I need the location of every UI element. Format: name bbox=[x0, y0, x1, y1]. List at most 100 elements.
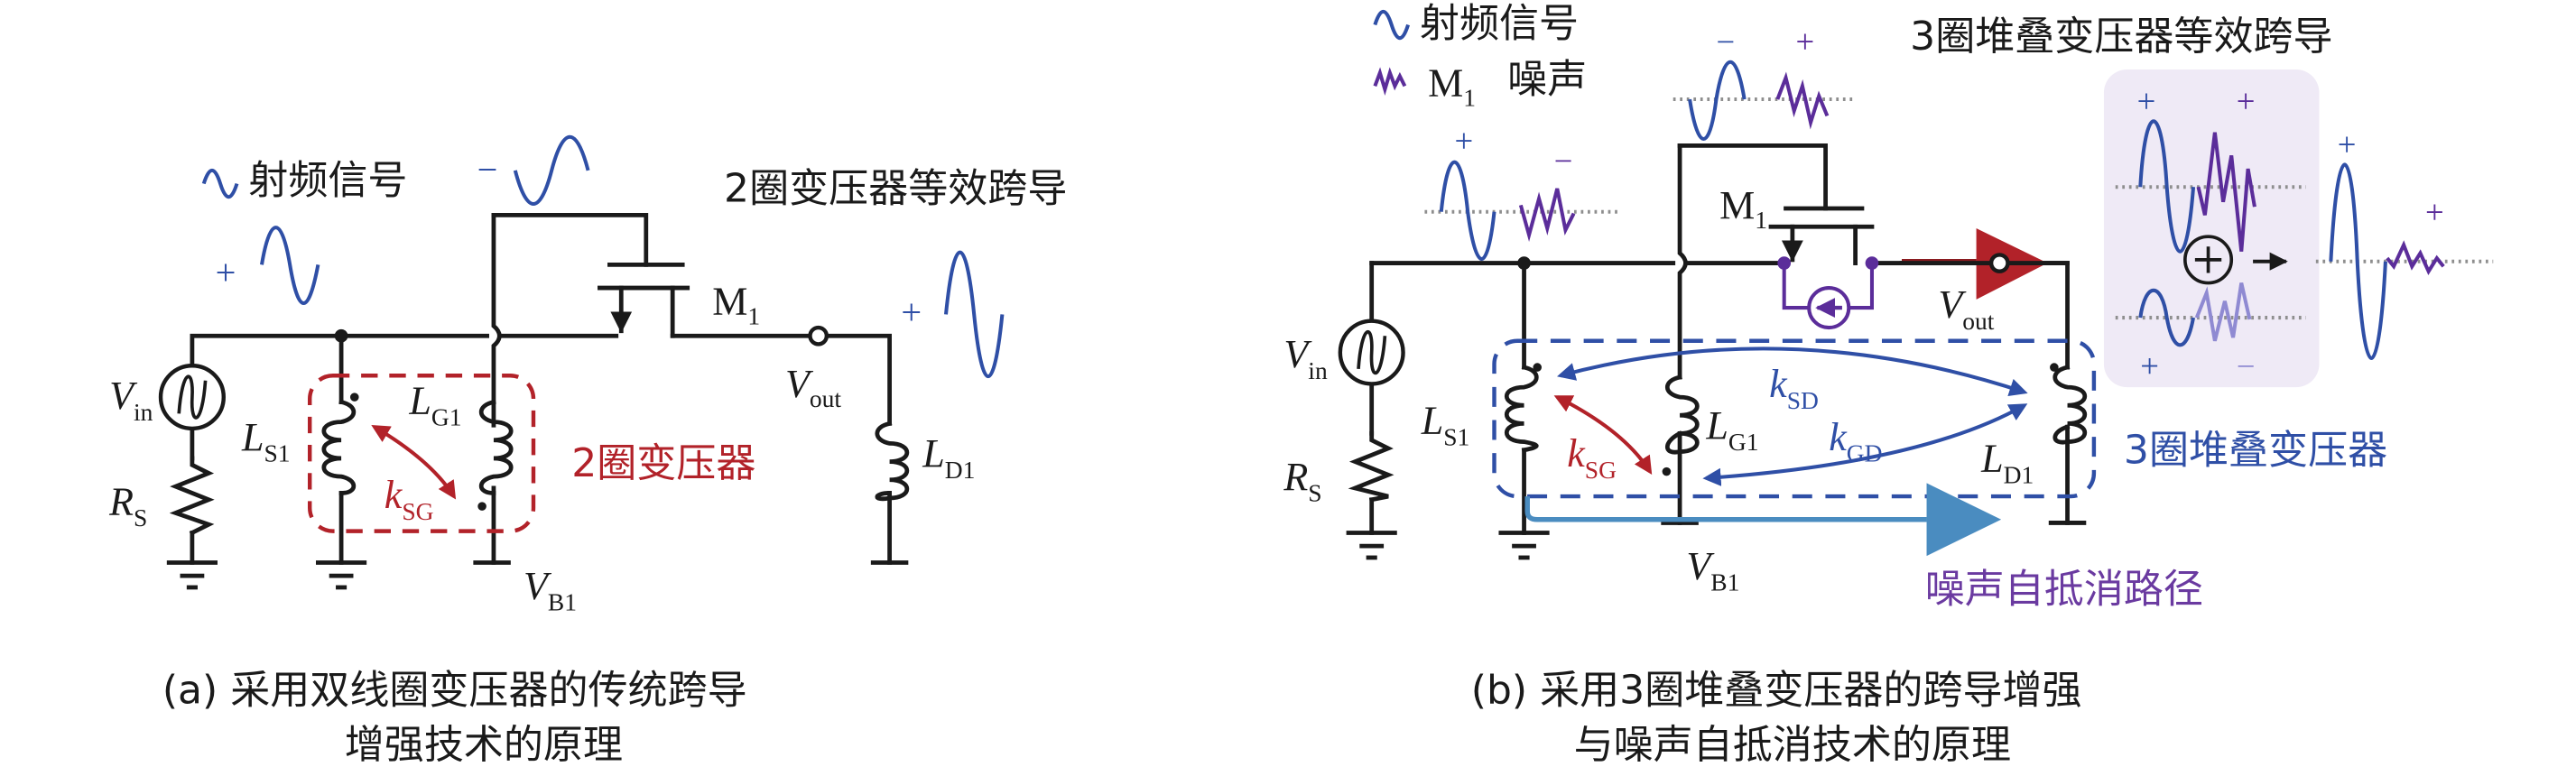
gate-feedback-wire bbox=[491, 212, 649, 267]
cancellation-path-line bbox=[1524, 496, 1927, 522]
source-noise-wave bbox=[1518, 188, 1576, 242]
rs-resistor bbox=[1348, 431, 1395, 503]
transistor-m1 bbox=[598, 263, 690, 338]
noise-legend-icon bbox=[1373, 67, 1407, 97]
ground-symbol bbox=[1498, 261, 1550, 560]
sum-bottom-noise-sign: − bbox=[2237, 347, 2256, 384]
gate-rf-sign: − bbox=[1716, 23, 1735, 60]
ground-symbol bbox=[316, 333, 367, 590]
m1-label: M1 bbox=[1719, 183, 1767, 234]
ls1-label: LS1 bbox=[1421, 398, 1470, 450]
sum-symbol bbox=[2183, 235, 2234, 285]
caption-a-line2: 增强技术的原理 bbox=[345, 722, 623, 768]
caption-b-line1: (b) 采用3圈堆叠变压器的跨导增强 bbox=[1471, 667, 2082, 713]
vin-source bbox=[158, 364, 226, 431]
caption-a-line1: (a) 采用双线圈变压器的传统跨导 bbox=[162, 667, 747, 713]
ksg-label: kSG bbox=[1567, 431, 1617, 484]
result-noise-sign: + bbox=[2425, 194, 2444, 231]
sum-bottom-noise-wave bbox=[2194, 282, 2252, 342]
transformer-3coil-box bbox=[1492, 338, 2097, 499]
cancellation-path-label: 噪声自抵消路径 bbox=[1925, 566, 2203, 612]
result-rf-sign: + bbox=[2338, 125, 2357, 162]
ground-symbol bbox=[166, 560, 218, 590]
ksg-arrow bbox=[371, 425, 457, 500]
lg1-label: LG1 bbox=[1705, 403, 1758, 456]
sum-top-noise-sign: + bbox=[2237, 83, 2256, 120]
sum-top-rf-wave bbox=[2138, 119, 2196, 254]
ksd-arrow bbox=[1557, 346, 2028, 397]
legend-rf-label: 射频信号 bbox=[1420, 0, 1579, 46]
caption-b-line2: 与噪声自抵消技术的原理 bbox=[1574, 722, 2011, 768]
inductor-ld1 bbox=[875, 420, 910, 502]
legend-noise-label: M1 bbox=[1428, 60, 1476, 111]
ksg-label: kSG bbox=[385, 473, 434, 525]
ld1-label: LD1 bbox=[1980, 437, 2034, 489]
inductor-ls1 bbox=[321, 399, 357, 495]
sum-top-rf-sign: + bbox=[2137, 83, 2156, 120]
transformer-3coil-label: 3圈堆叠变压器 bbox=[2124, 427, 2387, 473]
gate-minus-sign: − bbox=[477, 150, 498, 190]
sum-plus bbox=[2194, 246, 2222, 273]
vin-label: Vin bbox=[109, 374, 153, 426]
transformer-2coil-label: 2圈变压器 bbox=[571, 440, 755, 486]
ksd-label: kSD bbox=[1769, 362, 1819, 414]
legend-noise-text: 噪声 bbox=[1507, 57, 1587, 103]
transformer-2coil-box bbox=[308, 374, 536, 533]
main-wire bbox=[1369, 261, 2070, 525]
panel-b-title: 3圈堆叠变压器等效跨导 bbox=[1910, 14, 2332, 60]
result-noise-wave bbox=[2386, 240, 2445, 275]
rf-signal-legend-icon bbox=[1373, 9, 1410, 41]
transistor-m1 bbox=[1768, 206, 1875, 265]
panel-a-title: 2圈变压器等效跨导 bbox=[724, 166, 1067, 212]
ksg-arrow bbox=[1553, 395, 1653, 475]
polarity-dot bbox=[349, 393, 359, 402]
legend-rf-label: 射频信号 bbox=[248, 158, 407, 204]
ld1-label: LD1 bbox=[922, 431, 975, 484]
sum-box bbox=[2103, 69, 2320, 388]
rf-signal-legend-icon bbox=[201, 168, 239, 199]
inductor-lg1 bbox=[478, 399, 514, 495]
vin-label: Vin bbox=[1283, 332, 1328, 384]
cancellation-path-arrowhead bbox=[1926, 483, 2002, 557]
vout-terminal bbox=[808, 325, 829, 346]
source-rf-wave bbox=[259, 226, 320, 306]
result-rf-wave bbox=[2329, 162, 2387, 361]
polarity-dot bbox=[2050, 363, 2059, 372]
inductor-ls1 bbox=[1505, 365, 1539, 453]
vb1-label: VB1 bbox=[1686, 544, 1739, 596]
vin-source bbox=[1338, 319, 1405, 386]
vout-label: Vout bbox=[785, 362, 841, 412]
sum-bottom-rf-sign: + bbox=[2140, 347, 2159, 384]
panel-a: 射频信号 − 2圈变压器等效跨导 + + M1 Vout Vin bbox=[108, 135, 1067, 768]
rs-resistor bbox=[169, 456, 215, 536]
noise-current-source bbox=[1777, 256, 1879, 330]
source-rf-wave bbox=[1439, 161, 1496, 261]
inductor-ld1 bbox=[2052, 365, 2087, 445]
polarity-dot bbox=[1662, 467, 1672, 476]
vout-label: Vout bbox=[1938, 282, 1994, 335]
ground-symbol bbox=[1346, 531, 1397, 560]
wire-crossover bbox=[1677, 143, 1688, 525]
sum-bottom-rf-wave bbox=[2138, 288, 2196, 347]
gate-noise-sign: + bbox=[1796, 23, 1815, 60]
rs-label: RS bbox=[1283, 455, 1321, 507]
rs-label: RS bbox=[108, 479, 147, 531]
gate-feedback-wire bbox=[1677, 143, 1828, 211]
lg1-label: LG1 bbox=[408, 378, 461, 430]
m1-label: M1 bbox=[712, 279, 760, 329]
kgd-arrow bbox=[1702, 403, 2028, 486]
panel-b: 射频信号 M1 噪声 3圈堆叠变压器等效跨导 − + + − M1 bbox=[1283, 0, 2494, 768]
output-rf-wave bbox=[943, 250, 1005, 378]
out-plus-sign: + bbox=[901, 291, 922, 332]
gate-rf-wave bbox=[513, 135, 590, 206]
vout-terminal bbox=[1988, 253, 2010, 273]
ls1-label: LS1 bbox=[241, 415, 291, 467]
source-noise-sign: − bbox=[1554, 143, 1573, 180]
source-rf-sign: + bbox=[1454, 123, 1473, 160]
source-plus-sign: + bbox=[216, 252, 236, 292]
wire-crossover bbox=[491, 212, 502, 565]
gate-noise-wave bbox=[1775, 71, 1830, 130]
gate-rf-wave bbox=[1688, 60, 1747, 142]
kgd-label: kGD bbox=[1829, 415, 1882, 467]
